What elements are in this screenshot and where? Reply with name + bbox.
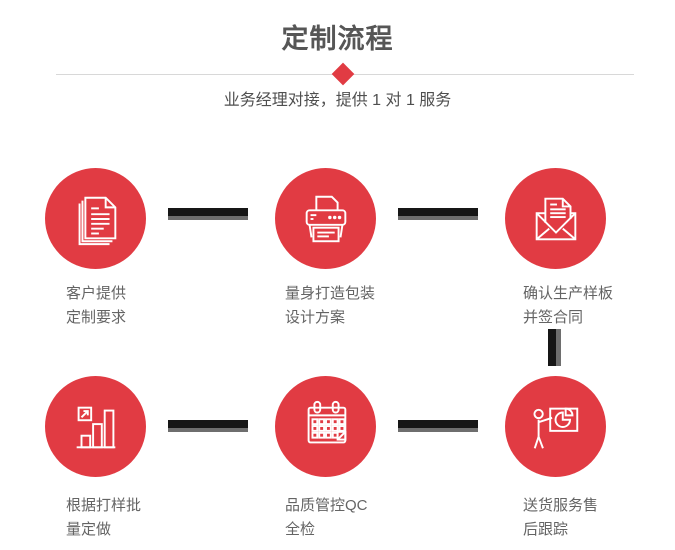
step-circle-6	[505, 376, 606, 477]
step-label-6-line-2: 后跟踪	[523, 521, 569, 538]
page-title: 定制流程	[281, 24, 394, 54]
step-label-1: 客户提供 定制要求	[66, 282, 126, 330]
step-label-3-line-1: 确认生产样板	[523, 285, 614, 302]
step-label-5-line-2: 全检	[285, 521, 316, 538]
step-circle-4	[45, 376, 146, 477]
step-label-2: 量身打造包装 设计方案	[285, 282, 375, 330]
envelope-icon	[535, 197, 576, 240]
step-label-6-line-1: 送货服务售	[523, 497, 599, 514]
connector-step2-step3	[398, 208, 478, 220]
step-circle-2	[275, 168, 376, 269]
connector-step3-step6	[548, 329, 561, 366]
step-circle-3	[505, 168, 606, 269]
connector-step1-step2	[168, 208, 248, 220]
step-label-3-line-2: 并签合同	[523, 309, 584, 326]
step-label-2-line-1: 量身打造包装	[285, 285, 376, 302]
connector-step4-step5	[168, 420, 248, 432]
step-label-1-line-2: 定制要求	[66, 309, 127, 326]
step-label-5-line-1: 品质管控QC	[285, 497, 368, 514]
page-subtitle: 业务经理对接，提供 1 对 1 服务	[223, 92, 452, 109]
step-label-2-line-2: 设计方案	[285, 309, 346, 326]
step-label-6: 送货服务售 后跟踪	[523, 494, 598, 542]
step-label-5: 品质管控QC 全检	[285, 494, 368, 542]
diamond-icon	[331, 62, 355, 86]
step-circle-1	[45, 168, 146, 269]
step-label-1-line-1: 客户提供	[66, 285, 127, 302]
step-label-3: 确认生产样板 并签合同	[523, 282, 613, 330]
documents-icon	[78, 196, 116, 245]
connector-step5-step6	[398, 420, 478, 432]
step-circle-5	[275, 376, 376, 477]
step-label-4: 根据打样批 量定做	[66, 494, 141, 542]
bar-chart-icon	[76, 406, 115, 448]
presentation-icon	[532, 407, 578, 449]
step-label-4-line-1: 根据打样批	[66, 497, 142, 514]
printer-icon	[305, 195, 346, 242]
calendar-icon	[307, 400, 346, 443]
step-label-4-line-2: 量定做	[66, 521, 112, 538]
